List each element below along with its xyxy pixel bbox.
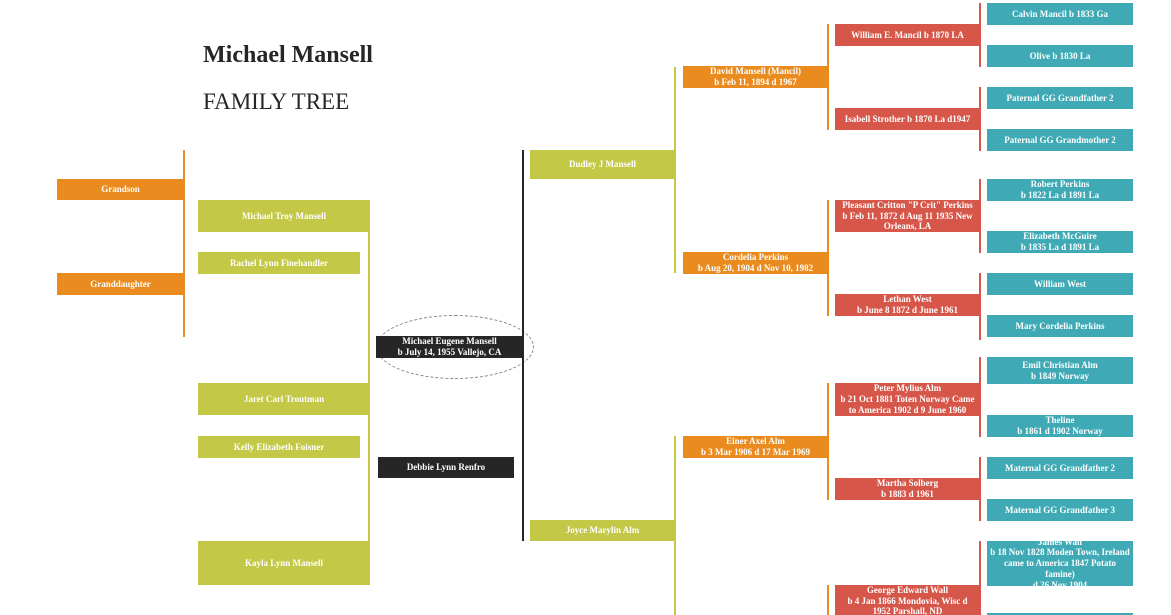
child-box[interactable]: Michael Troy Mansell [198, 200, 370, 232]
connector-line [827, 585, 829, 615]
page-title: Michael Mansell [203, 42, 373, 68]
connector-line [183, 150, 185, 337]
great-grandparent-box[interactable]: Pleasant Critton "P Crit" Perkins b Feb … [835, 200, 980, 232]
connector-line [979, 273, 981, 340]
grandchild-box[interactable]: Grandson [57, 179, 184, 200]
great-grandparent-box[interactable]: Martha Solberg b 1883 d 1961 [835, 478, 980, 500]
connector-line [827, 200, 829, 316]
great-grandparent-box[interactable]: William E. Mancil b 1870 LA [835, 24, 980, 46]
connector-line [979, 87, 981, 151]
great-grandparent-box[interactable]: Lethan West b June 8 1872 d June 1961 [835, 294, 980, 316]
connector-line [827, 383, 829, 500]
gg-grandparent-box[interactable]: Paternal GG Grandmother 2 [987, 129, 1133, 151]
child-box[interactable]: Rachel Lynn Finehandler [198, 252, 360, 274]
grandparent-box[interactable]: David Mansell (Mancil) b Feb 11, 1894 d … [683, 66, 828, 88]
gg-grandparent-box[interactable]: Calvin Mancil b 1833 Ga [987, 3, 1133, 25]
gg-grandparent-box[interactable]: Robert Perkins b 1822 La d 1891 La [987, 179, 1133, 201]
gg-grandparent-box[interactable] [987, 613, 1133, 615]
gg-grandparent-box[interactable]: Maternal GG Grandfather 3 [987, 499, 1133, 521]
grandparent-box[interactable]: Cordelia Perkins b Aug 20, 1904 d Nov 10… [683, 252, 828, 274]
gg-grandparent-box[interactable]: James Wall b 18 Nov 1828 Moden Town, Ire… [987, 537, 1133, 590]
connector-line [979, 541, 981, 615]
gg-grandparent-box[interactable]: William West [987, 273, 1133, 295]
child-box[interactable]: Jaret Carl Troutman [198, 383, 370, 415]
grandchild-box[interactable]: Granddaughter [57, 273, 184, 295]
connector-line [979, 457, 981, 521]
connector-line [674, 67, 676, 273]
child-box[interactable]: Kelly Elizabeth Foisner [198, 436, 360, 458]
connector-line [827, 24, 829, 130]
great-grandparent-box[interactable]: Isabell Strother b 1870 La d1947 [835, 108, 980, 130]
gg-grandparent-box[interactable]: Emil Christian Alm b 1849 Norway [987, 357, 1133, 384]
gg-grandparent-box[interactable]: Theline b 1861 d 1902 Norway [987, 415, 1133, 437]
page-subtitle: FAMILY TREE [203, 89, 350, 114]
connector-line [979, 357, 981, 437]
connector-line [979, 3, 981, 67]
connector-line [522, 150, 524, 541]
child-box[interactable]: Kayla Lynn Mansell [198, 541, 370, 585]
great-grandparent-box[interactable]: Peter Mylius Alm b 21 Oct 1881 Toten Nor… [835, 383, 980, 416]
gg-grandparent-box[interactable]: Elizabeth McGuire b 1835 La d 1891 La [987, 231, 1133, 253]
self-box[interactable]: Michael Eugene Mansell b July 14, 1955 V… [376, 336, 523, 358]
grandparent-box[interactable]: Einer Axel Alm b 3 Mar 1906 d 17 Mar 196… [683, 436, 828, 458]
gg-grandparent-box[interactable]: Maternal GG Grandfather 2 [987, 457, 1133, 479]
parent-box[interactable]: Dudley J Mansell [530, 150, 675, 179]
spouse-box[interactable]: Debbie Lynn Renfro [378, 457, 514, 478]
great-grandparent-box[interactable]: George Edward Wall b 4 Jan 1866 Mondovia… [835, 585, 980, 615]
connector-line [674, 436, 676, 615]
parent-box[interactable]: Joyce Marylin Alm [530, 520, 675, 541]
gg-grandparent-box[interactable]: Olive b 1830 La [987, 45, 1133, 67]
gg-grandparent-box[interactable]: Paternal GG Grandfather 2 [987, 87, 1133, 109]
connector-line [979, 179, 981, 253]
gg-grandparent-box[interactable]: Mary Cordelia Perkins [987, 315, 1133, 337]
